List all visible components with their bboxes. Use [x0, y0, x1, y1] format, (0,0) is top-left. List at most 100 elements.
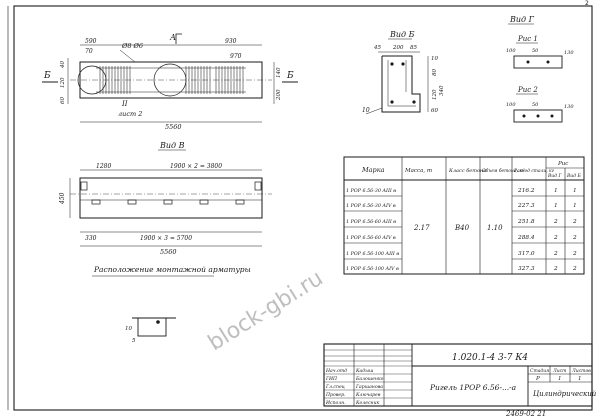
spec-table-frame — [343, 156, 585, 275]
spec-row-fig: 2 — [553, 219, 558, 225]
view-g-fig1-hole-1 — [526, 60, 530, 64]
view-a-dim-930: 930 — [225, 38, 237, 45]
view-a-stirrups-right — [215, 66, 244, 94]
spec-row-fig: 2 — [553, 251, 558, 257]
spec-row-steel: 288.4 — [517, 235, 535, 241]
view-g-fig2-dim-50: 50 — [532, 102, 539, 108]
view-v-dim-330: 330 — [85, 235, 97, 242]
spec-row-fig: 2 — [553, 235, 558, 241]
view-a-section-mark-left: Б — [43, 71, 51, 81]
view-a-arrow — [175, 33, 182, 44]
view-b-dim-80: 80 — [432, 69, 438, 76]
spec-row-fig: 1 — [554, 188, 558, 194]
view-g-fig2-hole-1 — [522, 114, 526, 118]
spec-row-view: 2 — [572, 235, 577, 241]
view-g-fig2-hole-2 — [536, 114, 540, 118]
view-a-bar-label: Ø8 Ø6 — [121, 42, 143, 50]
view-b-rebar-4 — [412, 100, 416, 104]
view-a-dim-right-200: 200 — [276, 89, 282, 101]
spec-row-steel: 227.3 — [517, 203, 535, 209]
signature-name: Балошенко — [355, 376, 384, 382]
mounting-note-bracket — [137, 317, 167, 337]
view-b-rebar-3 — [390, 100, 394, 104]
mounting-note-bar — [156, 320, 160, 324]
spec-header-steel: Расход стали, кг — [513, 169, 555, 174]
mounting-note-dim-10: 10 — [125, 326, 132, 332]
view-g-fig2-hole-3 — [550, 114, 554, 118]
view-a-sheet-ref: лист 2 — [118, 110, 142, 118]
spec-row-fig: 1 — [554, 203, 558, 209]
view-a-section-mark-right: Б — [286, 71, 294, 81]
lifting-loop — [80, 181, 88, 191]
view-a-dim-590: 590 — [85, 38, 97, 45]
signature-role: Гл.спец — [325, 384, 345, 390]
title-block-frame — [323, 343, 593, 407]
view-g-fig2-plate — [513, 109, 563, 123]
spec-header-class: Класс бетона — [448, 167, 486, 174]
view-g-fig2: Рис 2 — [517, 86, 538, 94]
view-b-dim-120: 120 — [432, 89, 438, 100]
view-b-rebar-1 — [390, 62, 394, 66]
view-v-dim-5700: 1900 × 3 = 5700 — [140, 235, 192, 242]
title-block-sheets-value: 1 — [578, 376, 582, 382]
corner-mark: 2 — [585, 0, 589, 7]
view-g-fig1-dim-130: 130 — [564, 50, 574, 56]
view-g-fig1: Рис 1 — [517, 35, 538, 43]
spec-header-mass: Масса, т — [404, 168, 432, 174]
view-a-dim-left-60: 60 — [60, 97, 66, 104]
view-b-dim-60: 60 — [431, 108, 438, 114]
spec-row-view: 2 — [572, 266, 577, 272]
signature-role: Провер. — [325, 392, 346, 398]
view-v-beam-body — [79, 177, 263, 219]
view-g-fig1-plate — [513, 55, 563, 69]
embed-plate — [91, 199, 101, 205]
signature-role: Нач.отд — [325, 368, 347, 374]
view-b-dim-10: 10 — [431, 56, 438, 62]
spec-header-fig: Рис — [557, 161, 568, 167]
spec-volume-value: 1.10 — [487, 224, 503, 232]
title-block-description: Цилиндрический — [533, 390, 597, 398]
embed-plate — [235, 199, 245, 205]
view-a-detail-circle-mid — [153, 63, 187, 97]
spec-row-mark: 1 РОР 6.56-100 АIII в — [346, 251, 399, 257]
title-block-sheet-value: 1 — [558, 376, 562, 382]
view-a-dim-right-140: 140 — [276, 67, 282, 78]
mounting-note-title: Расположение монтажной арматуры — [93, 265, 251, 274]
view-a-leader — [119, 49, 136, 63]
spec-row-mark: 1 РОР 6.56-60 АIII в — [346, 219, 396, 225]
spec-row-view: 2 — [572, 219, 577, 225]
view-a-mark: А — [169, 33, 176, 42]
title-block-name: Ригель 1РОР 6.56-...-а — [429, 383, 516, 392]
title-block: 1.020.1-4 3-7 К4 Ригель 1РОР 6.56-...-а … — [323, 343, 597, 418]
spec-row-steel: 251.8 — [517, 219, 535, 225]
view-g-fig2-dim-130: 130 — [564, 104, 574, 110]
spec-row-steel: 327.3 — [518, 266, 535, 272]
spec-subheader-view-b: Вид Б — [566, 173, 581, 179]
view-v-title: Вид В — [159, 141, 185, 150]
watermark: block-gbi.ru — [204, 266, 328, 356]
view-g-fig2-dim-100: 100 — [506, 102, 516, 108]
signature-name: Колесник — [355, 400, 380, 406]
embed-plate — [199, 199, 209, 205]
title-block-sheet-header: Лист — [552, 368, 566, 374]
view-b-dim-bottom-leader — [365, 107, 383, 115]
spec-table: Марка Масса, т Класс бетона Объем бетона… — [343, 156, 585, 275]
view-v-dim-450: 450 — [59, 192, 66, 205]
view-a-total: 5560 — [165, 123, 182, 131]
title-block-sheets-header: Листов — [571, 368, 591, 374]
view-b-dim-bottom-10: 10 — [362, 107, 370, 114]
view-a-dim-left-120: 120 — [60, 77, 66, 88]
view-a-callout: II — [121, 100, 128, 108]
view-b-title: Вид Б — [389, 30, 415, 39]
view-v-dim-3800: 1900 × 2 = 3800 — [170, 163, 222, 170]
view-v-dim-5560: 5560 — [160, 248, 177, 256]
mounting-note: Расположение монтажной арматуры 10 5 — [92, 265, 251, 344]
embed-plate — [127, 199, 137, 205]
signature-name: Ключарев — [355, 392, 381, 398]
signature-role: ГИП — [325, 376, 338, 382]
spec-row-view: 1 — [573, 188, 577, 194]
title-block-stage-value: Р — [535, 376, 540, 382]
